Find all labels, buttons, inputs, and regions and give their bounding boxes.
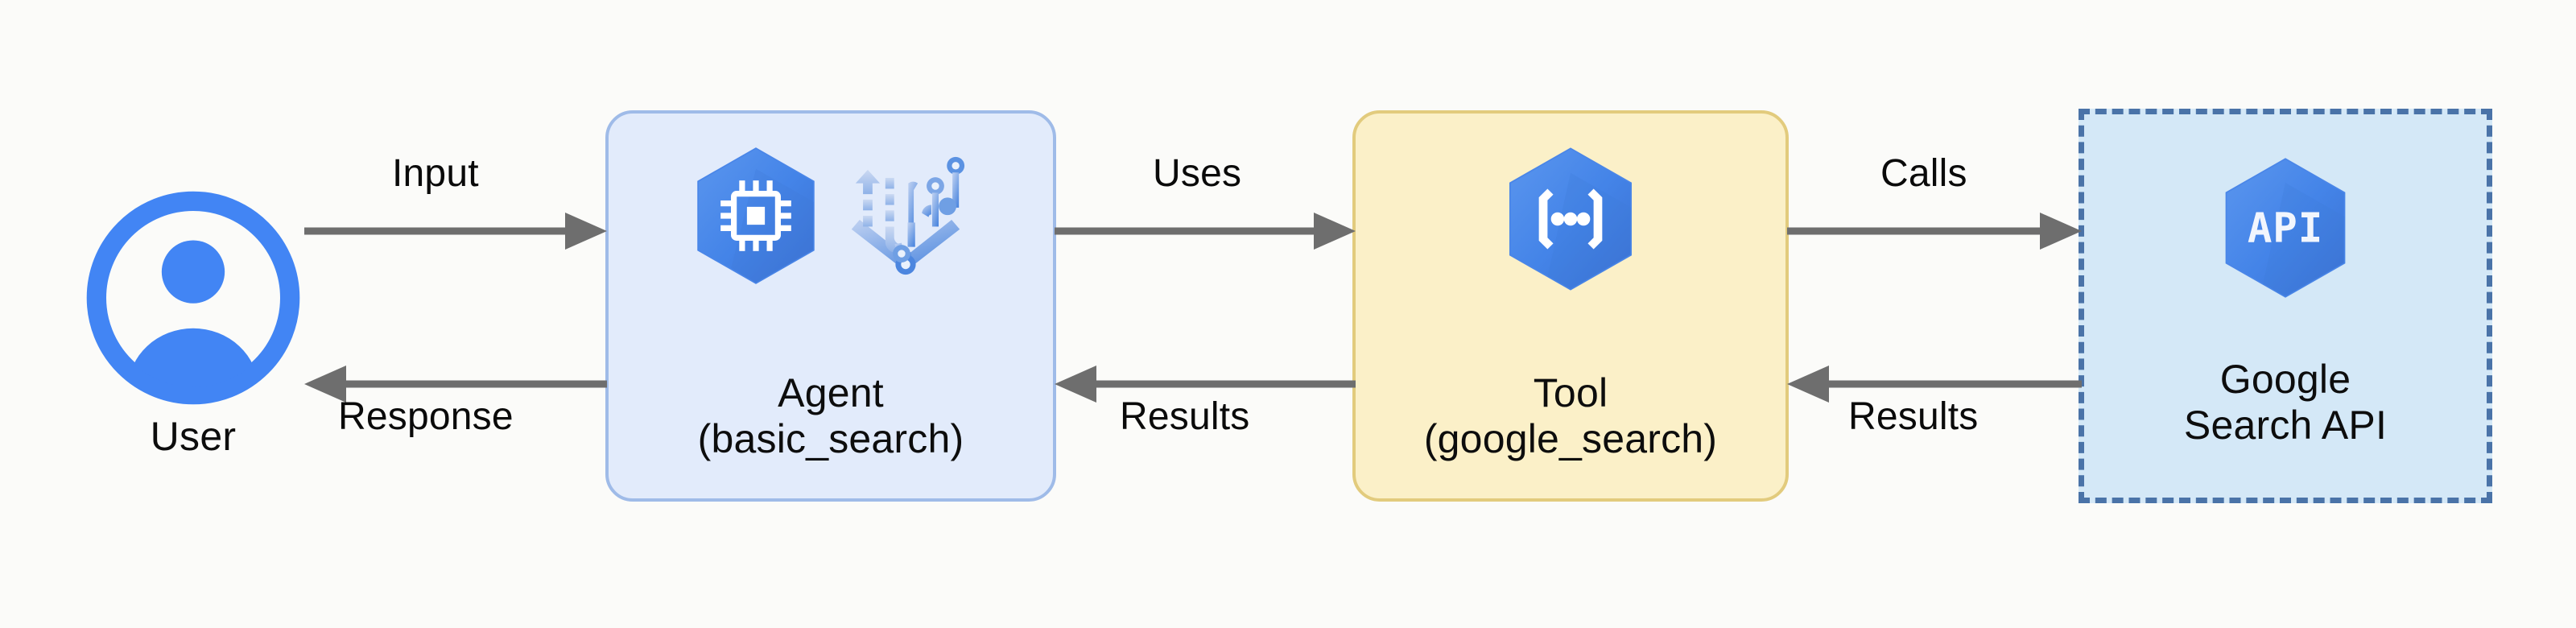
gcp-hexagon-api-icon: API	[2216, 155, 2355, 305]
node-agent-caption: Agent (basic_search)	[609, 370, 1053, 461]
edge-response-arrow	[304, 364, 607, 412]
node-tool[interactable]: Tool (google_search)	[1352, 110, 1789, 502]
node-tool-label-line1: Tool	[1533, 370, 1608, 415]
node-tool-caption: Tool (google_search)	[1356, 370, 1785, 461]
node-api-caption: Google Search API	[2084, 357, 2487, 448]
edge-input-arrow	[304, 211, 607, 259]
edge-uses-arrow	[1055, 211, 1356, 259]
edge-uses-label: Uses	[1153, 152, 1242, 195]
edge-results-tool-to-agent-label: Results	[1120, 395, 1250, 438]
gcp-hexagon-api-brackets-icon	[1500, 144, 1641, 298]
node-api-label-line2: Search API	[2183, 402, 2388, 448]
node-api-label-line1: Google	[2219, 357, 2351, 402]
edge-results-tool-to-agent-arrow	[1055, 364, 1356, 412]
node-agent-label-line1: Agent	[778, 370, 884, 415]
vertex-ai-pipeline-icon	[838, 147, 973, 289]
gcp-hexagon-cpu-icon	[688, 144, 824, 291]
edge-response-label: Response	[338, 395, 514, 438]
api-hexagon-text: API	[2248, 205, 2323, 252]
edge-input-label: Input	[392, 152, 479, 195]
node-google-search-api[interactable]: API Google Search API	[2079, 109, 2492, 503]
edge-calls-label: Calls	[1880, 152, 1967, 195]
tool-icon-row	[1356, 144, 1785, 298]
node-agent[interactable]: Agent (basic_search)	[605, 110, 1056, 502]
edge-results-api-to-tool-label: Results	[1848, 395, 1979, 438]
node-user-label: User	[150, 414, 237, 459]
agent-icon-row	[609, 144, 1053, 291]
node-user[interactable]: User	[80, 189, 310, 471]
api-icon-row: API	[2084, 155, 2487, 305]
edge-results-api-to-tool-arrow	[1787, 364, 2082, 412]
node-agent-label-line2: (basic_search)	[697, 415, 964, 461]
node-tool-label-line2: (google_search)	[1423, 415, 1718, 461]
edge-calls-arrow	[1787, 211, 2082, 259]
user-avatar-icon	[85, 189, 302, 407]
